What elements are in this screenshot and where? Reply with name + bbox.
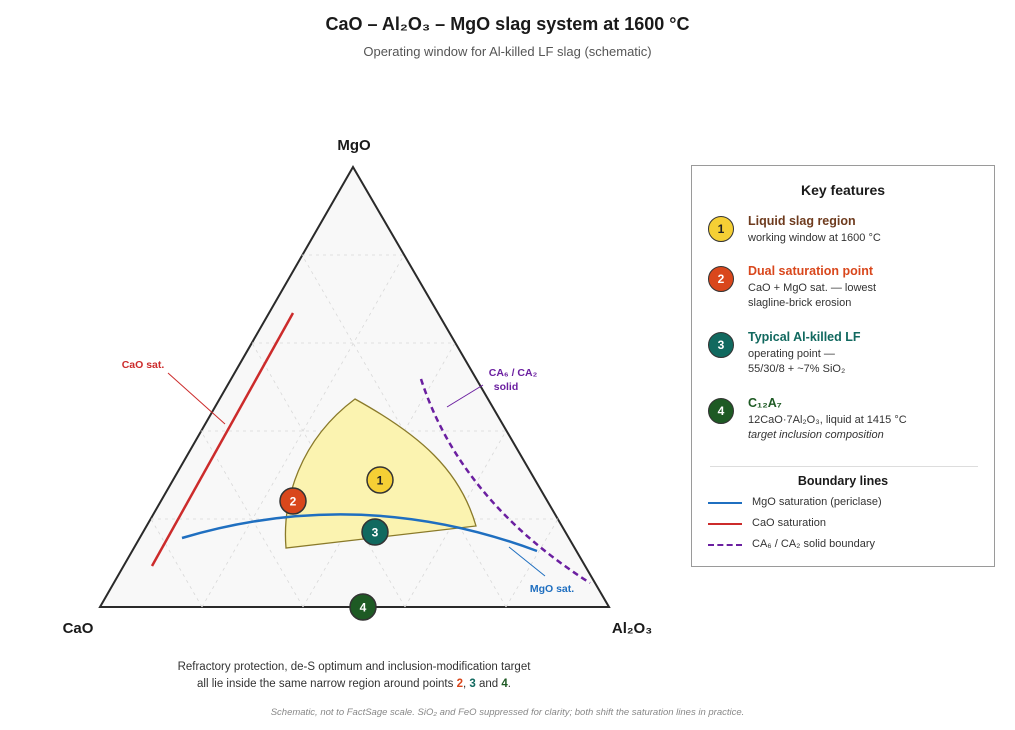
footnote: Schematic, not to FactSage scale. SiO₂ a… bbox=[270, 707, 745, 718]
legend-item-head: C₁₂A₇ bbox=[748, 396, 782, 410]
legend-item-desc: slagline-brick erosion bbox=[748, 297, 852, 309]
point-marker-4: 4 bbox=[349, 593, 377, 621]
boundary-row-ca6: CA₆ / CA₂ solid boundary bbox=[708, 538, 988, 552]
page-subtitle: Operating window for Al-killed LF slag (… bbox=[363, 44, 652, 59]
mgo-line-swatch bbox=[708, 502, 742, 504]
legend-item-italic: target inclusion composition bbox=[748, 429, 884, 441]
caption-sep: , bbox=[462, 678, 470, 690]
legend-item-head: Typical Al-killed LF bbox=[748, 330, 861, 344]
point-3-circle bbox=[361, 518, 389, 546]
caption-sep: and bbox=[475, 678, 502, 690]
ca6-label-line1: CA₆ / CA₂ bbox=[489, 367, 538, 379]
point-2-circle bbox=[279, 487, 307, 515]
point-1-circle bbox=[366, 466, 394, 494]
grid-line bbox=[251, 342, 406, 608]
legend-item-head: Dual saturation point bbox=[748, 264, 873, 278]
boundary-label: CA₆ / CA₂ solid boundary bbox=[752, 538, 876, 550]
caption-line-1: Refractory protection, de-S optimum and … bbox=[177, 661, 531, 673]
vertex-al2o3-label: Al₂O₃ bbox=[612, 620, 652, 637]
ternary-triangle bbox=[98, 165, 611, 608]
caption-line-2: all lie inside the same narrow region ar… bbox=[0, 676, 708, 693]
legend-divider bbox=[710, 466, 978, 467]
boundary-label: MgO saturation (periclase) bbox=[752, 496, 882, 508]
point-1-label: 1 bbox=[377, 474, 384, 488]
point-marker-2: 2 bbox=[279, 487, 307, 515]
ca6-ca2-boundary bbox=[419, 378, 591, 585]
grid-line bbox=[404, 430, 507, 608]
legend-badge-2: 2 bbox=[708, 266, 734, 292]
legend-item-desc: working window at 1600 °C bbox=[748, 232, 881, 244]
point-marker-1: 1 bbox=[366, 466, 394, 494]
point-3-label: 3 bbox=[372, 526, 379, 540]
caption-point-3: 3 bbox=[469, 678, 476, 690]
vertex-cao-label: CaO bbox=[63, 620, 94, 637]
boundary-label: CaO saturation bbox=[752, 517, 826, 529]
legend-panel: Key features 1 Liquid slag region workin… bbox=[691, 165, 995, 567]
legend-item-desc: operating point — bbox=[748, 348, 835, 360]
point-2-label: 2 bbox=[290, 495, 297, 509]
legend-item-desc: CaO + MgO sat. — lowest bbox=[748, 282, 877, 294]
caption-point-2: 2 bbox=[456, 678, 463, 690]
mgo-sat-leader bbox=[508, 546, 546, 577]
vertex-mgo-label: MgO bbox=[337, 137, 371, 154]
page-title: CaO – Al₂O₃ – MgO slag system at 1600 °C bbox=[325, 14, 690, 34]
cao-sat-leader bbox=[167, 372, 226, 425]
legend-badge-1: 1 bbox=[708, 216, 734, 242]
grid-line bbox=[201, 254, 405, 608]
point-marker-3: 3 bbox=[361, 518, 389, 546]
point-4-circle bbox=[349, 593, 377, 621]
grid-line bbox=[150, 518, 203, 608]
caption-point-4: 4 bbox=[501, 678, 508, 690]
legend-item-desc: 55/30/8 + ~7% SiO₂ bbox=[748, 363, 846, 375]
grid-line bbox=[200, 430, 304, 608]
ca6-leader bbox=[446, 384, 484, 408]
point-4-label: 4 bbox=[360, 601, 367, 615]
mgo-sat-label: MgO sat. bbox=[530, 583, 574, 595]
grid-line bbox=[505, 518, 559, 608]
legend-item-desc: 12CaO·7Al₂O₃, liquid at 1415 °C bbox=[748, 414, 907, 426]
caption-text: all lie inside the same narrow region ar… bbox=[197, 678, 457, 690]
grid-line bbox=[302, 342, 456, 608]
ca6-line-swatch bbox=[708, 544, 742, 546]
cao-saturation-line bbox=[150, 312, 295, 567]
legend-item-head: Liquid slag region bbox=[748, 214, 856, 228]
legend-title: Key features bbox=[800, 182, 886, 198]
mgo-saturation-curve bbox=[181, 513, 538, 553]
boundary-row-mgo: MgO saturation (periclase) bbox=[708, 496, 988, 510]
ca6-label-line2: solid bbox=[494, 381, 519, 393]
legend-badge-4: 4 bbox=[708, 398, 734, 424]
caption: Refractory protection, de-S optimum and … bbox=[0, 659, 708, 693]
cao-line-swatch bbox=[708, 523, 742, 525]
caption-end: . bbox=[507, 678, 511, 690]
legend-badge-3: 3 bbox=[708, 332, 734, 358]
boundary-row-cao: CaO saturation bbox=[708, 517, 988, 531]
cao-sat-label: CaO sat. bbox=[122, 359, 165, 371]
boundary-lines-title: Boundary lines bbox=[797, 474, 889, 488]
